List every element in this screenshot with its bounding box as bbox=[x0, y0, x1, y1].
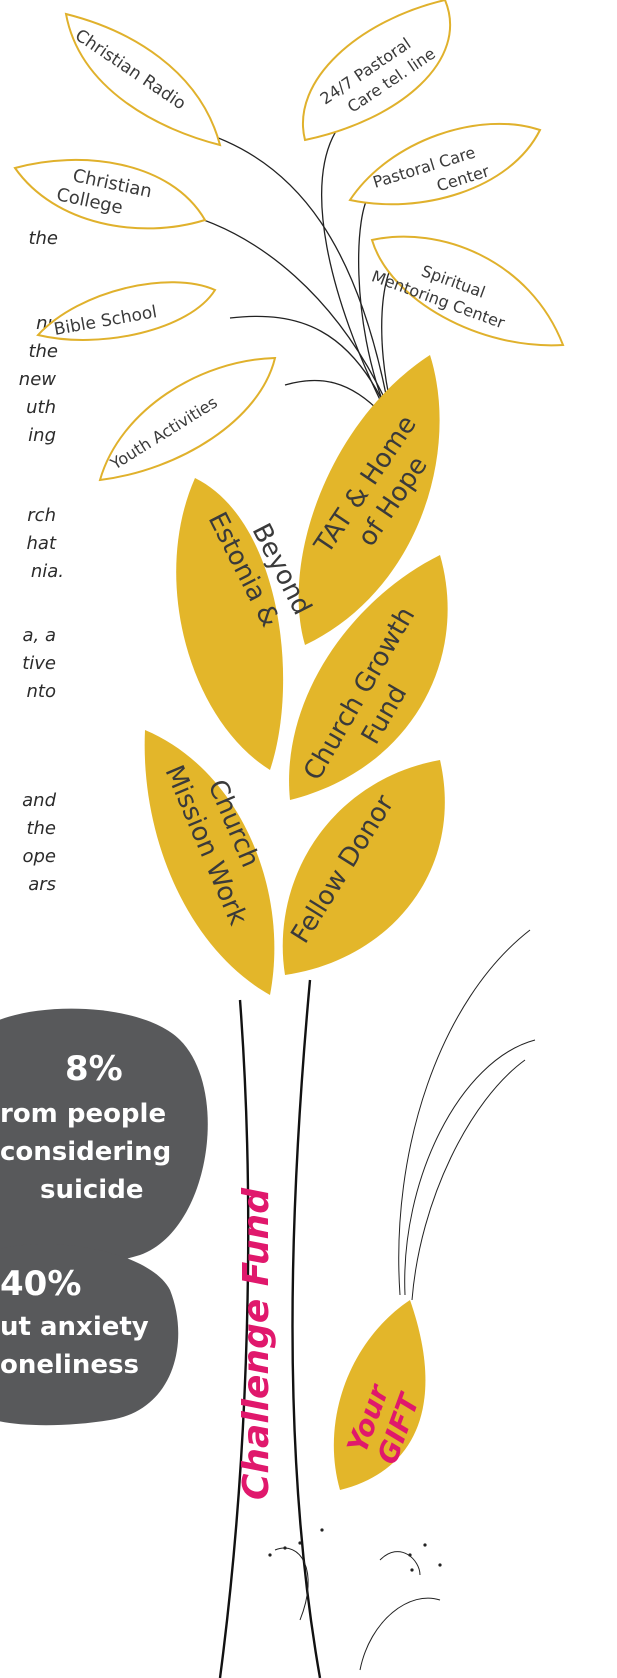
text-fragment: hat bbox=[26, 533, 57, 554]
stem-lines bbox=[218, 979, 322, 1678]
small-leaf: Bible School bbox=[36, 281, 217, 341]
gold-leaf-icon bbox=[282, 760, 445, 975]
stat-line: oneliness bbox=[0, 1350, 139, 1380]
small-leaf: Youth Activities bbox=[98, 356, 277, 482]
small-leaf: SpiritualMentoring Center bbox=[369, 235, 565, 347]
stat-line: suicide bbox=[40, 1175, 143, 1205]
big-leaf: Estonia &Beyond bbox=[176, 478, 317, 770]
outline-leaf-icon bbox=[64, 12, 222, 147]
stat-line: rom people bbox=[0, 1099, 166, 1129]
text-fragment: the bbox=[28, 341, 58, 362]
outline-leaf-icon bbox=[370, 235, 565, 347]
text-fragment: rch bbox=[27, 505, 56, 526]
outline-leaf-icon bbox=[348, 122, 542, 206]
gold-leaf-icon bbox=[298, 355, 440, 645]
stat-bubble: 8% rom people considering suicide bbox=[0, 1008, 208, 1265]
gift-leaf: YourGIFT bbox=[333, 1300, 427, 1490]
gold-leaf-icon bbox=[333, 1300, 426, 1490]
big-leaf: ChurchMission Work bbox=[144, 730, 275, 995]
branch-lines bbox=[169, 124, 401, 416]
text-fragment: ars bbox=[28, 874, 56, 895]
stat-bubble: 40% ut anxiety oneliness bbox=[0, 1244, 179, 1426]
text-fragment: and bbox=[22, 790, 56, 811]
stem-label: Challenge Fund bbox=[236, 1187, 277, 1500]
outline-leaf-icon bbox=[36, 281, 217, 341]
text-fragment: ing bbox=[28, 425, 56, 446]
blob-shape bbox=[0, 1244, 179, 1426]
small-leaf: 24/7 PastoralCare tel. line bbox=[302, 0, 452, 142]
small-leaf: ChristianCollege bbox=[13, 158, 207, 230]
small-leaf: Pastoral CareCenter bbox=[348, 122, 542, 206]
gold-leaf-icon bbox=[176, 478, 284, 770]
text-fragment: new bbox=[18, 369, 56, 390]
big-leaf: TAT & Homeof Hope bbox=[298, 355, 440, 645]
gold-leaf-icon bbox=[289, 555, 448, 800]
blob-shape bbox=[0, 1008, 208, 1265]
outline-leaf-icon bbox=[98, 356, 277, 482]
text-fragment: nia. bbox=[30, 561, 64, 582]
small-leaf: Christian Radio bbox=[64, 12, 222, 147]
gift-stems bbox=[398, 929, 536, 1301]
stat-line: ut anxiety bbox=[0, 1312, 149, 1342]
text-fragment: the bbox=[26, 818, 56, 839]
text-fragment: a, a bbox=[22, 625, 56, 646]
cropped-paragraph: the nue the new uth ing rch hat nia. a, … bbox=[0, 0, 70, 1000]
stat-line: considering bbox=[0, 1137, 171, 1167]
sprout-dots bbox=[268, 1528, 442, 1572]
outline-leaf-icon bbox=[302, 0, 452, 142]
sprout-marks bbox=[274, 1547, 441, 1671]
gold-leaf-icon bbox=[144, 730, 275, 995]
text-fragment: uth bbox=[26, 397, 56, 418]
text-fragment: the bbox=[28, 228, 58, 249]
outline-leaf-icon bbox=[13, 158, 207, 230]
stat-value: 40% bbox=[0, 1264, 81, 1304]
stat-value: 8% bbox=[65, 1049, 123, 1089]
text-fragment: nto bbox=[26, 681, 56, 702]
text-fragment: ope bbox=[22, 846, 56, 867]
text-fragment: tive bbox=[22, 653, 56, 674]
